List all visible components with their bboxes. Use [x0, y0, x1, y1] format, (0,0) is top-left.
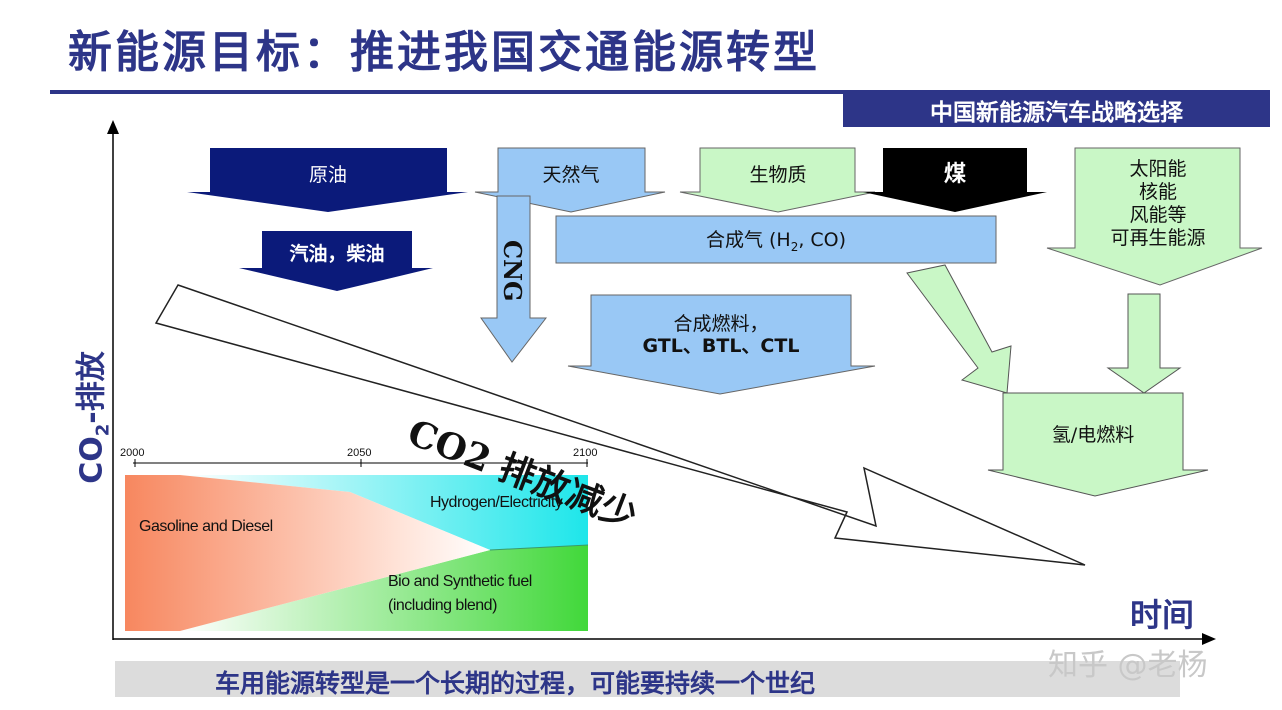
biomass-arrow [679, 147, 876, 213]
inset-tick-label-2050: 2050 [347, 447, 372, 459]
inset-boundary-line [489, 544, 589, 551]
inset-region-gasoline [125, 475, 490, 631]
y-axis-label-main: CO [74, 436, 110, 484]
y-axis-arrowhead [107, 120, 119, 134]
syngas-label-suffix: , CO) [798, 229, 847, 251]
cng-label: CNG [498, 240, 527, 302]
syngas-to-hydrogen-arrow [906, 264, 1012, 394]
inset-tick-label-2100: 2100 [573, 447, 598, 459]
synthetic-fuel-label-line2: GTL、BTL、CTL [642, 335, 800, 357]
inset-label-hydrogen: Hydrogen/Electricity [430, 494, 563, 511]
y-axis-label: CO2-排放 [67, 348, 114, 488]
inset-label-bio-line1: Bio and Synthetic fuel [388, 573, 532, 590]
synthetic-fuel-label-line1: 合成燃料， [673, 313, 769, 335]
subtitle-banner: 中国新能源汽车战略选择 [843, 92, 1270, 127]
footer-text: 车用能源转型是一个长期的过程，可能要持续一个世纪 [215, 669, 816, 698]
syngas-label-prefix: 合成气 (H [705, 229, 791, 251]
crude-oil-arrow [187, 148, 468, 212]
x-axis-label: 时间 [1130, 596, 1195, 634]
co2-reduction-arrow [154, 284, 1086, 566]
natural-gas-label: 天然气 [542, 164, 600, 186]
biomass-label: 生物质 [749, 164, 807, 186]
footer-bar [115, 661, 1180, 697]
syngas-label: 合成气 (H2, CO) [606, 229, 946, 258]
renewables-label-solar: 太阳能 [1129, 158, 1187, 180]
inset-tick-label-2000: 2000 [120, 447, 145, 459]
gasoline-diesel-arrow [239, 231, 433, 291]
inset-region-bio [180, 545, 588, 631]
renewables-to-hydrogen-arrow [1106, 293, 1182, 394]
crude-oil-label: 原油 [308, 164, 347, 186]
renewables-arrow [1046, 147, 1263, 286]
renewables-label-nuclear: 核能 [1138, 181, 1177, 203]
inset-label-bio-line2: (including blend) [388, 597, 497, 614]
syngas-label-sub: 2 [790, 239, 799, 254]
coal-label: 煤 [943, 162, 966, 187]
inset-transition-chart [125, 459, 589, 631]
inset-region-hydrogen [180, 475, 588, 582]
subtitle-text: 中国新能源汽车战略选择 [930, 99, 1183, 126]
y-axis-label-sub: 2 [92, 423, 114, 437]
renewables-label-renewable: 可再生能源 [1110, 227, 1206, 249]
watermark: 知乎 @老杨 [1048, 648, 1208, 683]
title-underline [50, 90, 1270, 94]
y-axis-label-rest: -排放 [74, 351, 110, 424]
hydrogen-electric-label: 氢/电燃料 [1051, 424, 1135, 446]
gasoline-diesel-label: 汽油，柴油 [289, 243, 385, 265]
coal-arrow [863, 148, 1047, 212]
inset-label-gasoline: Gasoline and Diesel [139, 518, 273, 535]
renewables-label-wind: 风能等 [1129, 204, 1187, 226]
cng-arrow [480, 195, 548, 363]
page-title: 新能源目标：推进我国交通能源转型 [68, 27, 820, 78]
hydrogen-electric-arrow [987, 392, 1209, 497]
syngas-box [555, 215, 997, 264]
synthetic-fuel-arrow [567, 294, 876, 395]
x-axis-arrowhead [1202, 633, 1216, 645]
